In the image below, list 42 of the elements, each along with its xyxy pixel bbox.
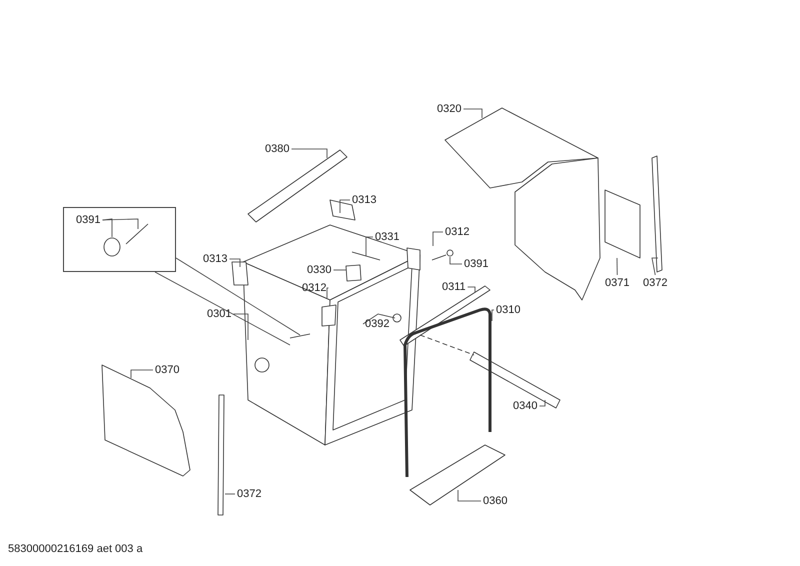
leader-line (130, 370, 154, 378)
callout-number: 0331 (375, 230, 400, 244)
callout-number: 0312 (302, 281, 326, 295)
leader-line (432, 232, 444, 246)
leader-line (362, 314, 396, 324)
leader-line (291, 148, 328, 158)
callout-number: 0330 (307, 263, 332, 277)
leader-line (229, 258, 240, 268)
callout-number: 0371 (605, 276, 630, 290)
leader-line (176, 258, 300, 336)
callout-number: 0312 (445, 225, 470, 239)
leader-line (616, 258, 618, 276)
leader-line (102, 218, 138, 230)
callout-number: 0313 (203, 252, 228, 266)
callout-number: 0360 (483, 494, 508, 508)
callout-number: 0310 (496, 303, 520, 317)
callout-number: 0340 (513, 399, 538, 413)
leader-line (467, 286, 476, 292)
leader-line (539, 400, 546, 406)
leader-line (492, 310, 494, 322)
callout-number: 0392 (365, 317, 390, 331)
leader-line (450, 256, 462, 264)
callout-number: 0391 (464, 257, 488, 271)
callout-number: 0320 (437, 102, 462, 116)
leader-line (154, 272, 290, 346)
callout-number: 0372 (237, 487, 262, 501)
leader-line (326, 288, 329, 298)
callout-number: 0372 (643, 276, 668, 290)
callout-number: 0380 (265, 142, 290, 156)
callout-number: 0370 (155, 363, 180, 377)
callout-number: 0311 (442, 280, 466, 294)
callout-number: 0301 (207, 307, 232, 321)
callout-number: 0313 (352, 193, 376, 207)
callout-number: 0391 (76, 213, 100, 227)
leader-line (458, 490, 482, 502)
leader-line (366, 236, 374, 256)
leader-line (340, 200, 350, 214)
detail-inset-box (63, 207, 176, 272)
leader-line (233, 314, 248, 340)
part-number-caption: 58300000216169 aet 003 a (8, 543, 143, 555)
leader-line (463, 108, 482, 118)
leader-line (652, 258, 658, 276)
